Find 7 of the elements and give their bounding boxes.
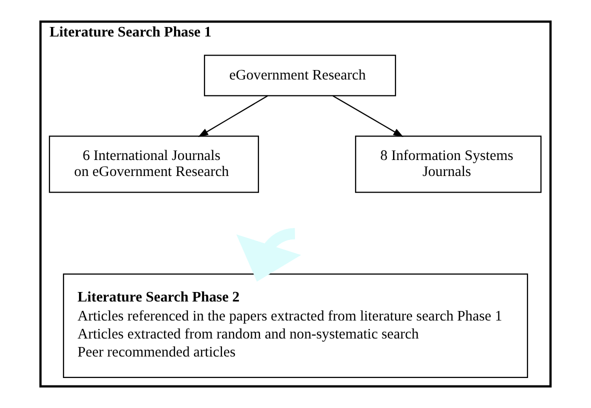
arrow (198, 95, 268, 137)
node-box: Literature Search Phase 2 Articles referenced in the papers extracted from literature search Phase 1 Articles extracted from random and non-systematic search Peer recommended articles (62, 274, 528, 378)
arrow (332, 95, 404, 137)
arrow (236, 228, 302, 282)
node-box: 6 International Journals on eGovernment Research (48, 136, 259, 193)
node-box: 8 Information Systems Journals (355, 136, 542, 193)
node-box: eGovernment Research (204, 54, 396, 96)
